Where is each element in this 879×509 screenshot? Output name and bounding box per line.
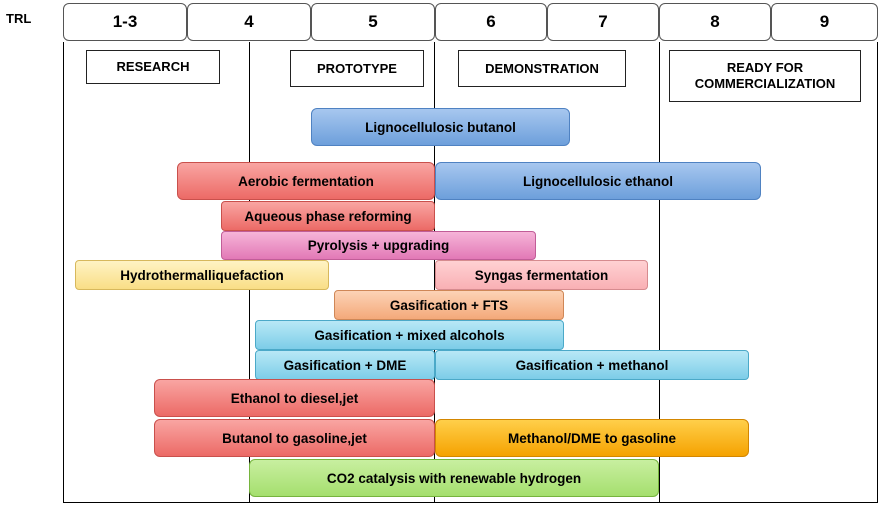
trl-axis-label: TRL (6, 11, 32, 26)
bar-gasification-fts: Gasification + FTS (334, 290, 564, 320)
bar-butanol-to-gasoline-jet: Butanol to gasoline,jet (154, 419, 435, 457)
bar-lignocellulosic-butanol: Lignocellulosic butanol (311, 108, 570, 146)
phase-prototype: PROTOTYPE (290, 50, 424, 87)
bar-gasification-dme: Gasification + DME (255, 350, 435, 380)
trl-level-4: 4 (187, 3, 311, 41)
phase-ready-for-commercialization: READY FOR COMMERCIALIZATION (669, 50, 861, 102)
bar-gasification-methanol: Gasification + methanol (435, 350, 749, 380)
bar-syngas-fermentation: Syngas fermentation (435, 260, 648, 290)
trl-level-5: 5 (311, 3, 435, 41)
baseline (63, 502, 878, 503)
divider-line-prototype-demonstration (434, 42, 435, 503)
bar-methanol-dme-to-gasoline: Methanol/DME to gasoline (435, 419, 749, 457)
bar-co2-catalysis: CO2 catalysis with renewable hydrogen (249, 459, 659, 497)
bar-pyrolysis-upgrading: Pyrolysis + upgrading (221, 231, 536, 260)
bar-aqueous-phase-reforming: Aqueous phase reforming (221, 201, 435, 231)
bar-gasification-mixed-alcohols: Gasification + mixed alcohols (255, 320, 564, 350)
divider-line-demonstration-ready (659, 42, 660, 503)
divider-line-start (63, 42, 64, 503)
bar-lignocellulosic-ethanol: Lignocellulosic ethanol (435, 162, 761, 200)
phase-ready-line1: READY FOR (726, 60, 804, 75)
phase-ready-line2: COMMERCIALIZATION (694, 76, 836, 91)
phase-demonstration: DEMONSTRATION (458, 50, 626, 87)
divider-line-end (877, 42, 878, 503)
bar-ethanol-to-diesel-jet: Ethanol to diesel,jet (154, 379, 435, 417)
phase-research: RESEARCH (86, 50, 220, 84)
trl-level-8: 8 (659, 3, 771, 41)
trl-level-1-3: 1-3 (63, 3, 187, 41)
bar-hydrothermal-liquefaction: Hydrothermalliquefaction (75, 260, 329, 290)
trl-level-7: 7 (547, 3, 659, 41)
trl-level-9: 9 (771, 3, 878, 41)
trl-level-6: 6 (435, 3, 547, 41)
bar-aerobic-fermentation: Aerobic fermentation (177, 162, 435, 200)
